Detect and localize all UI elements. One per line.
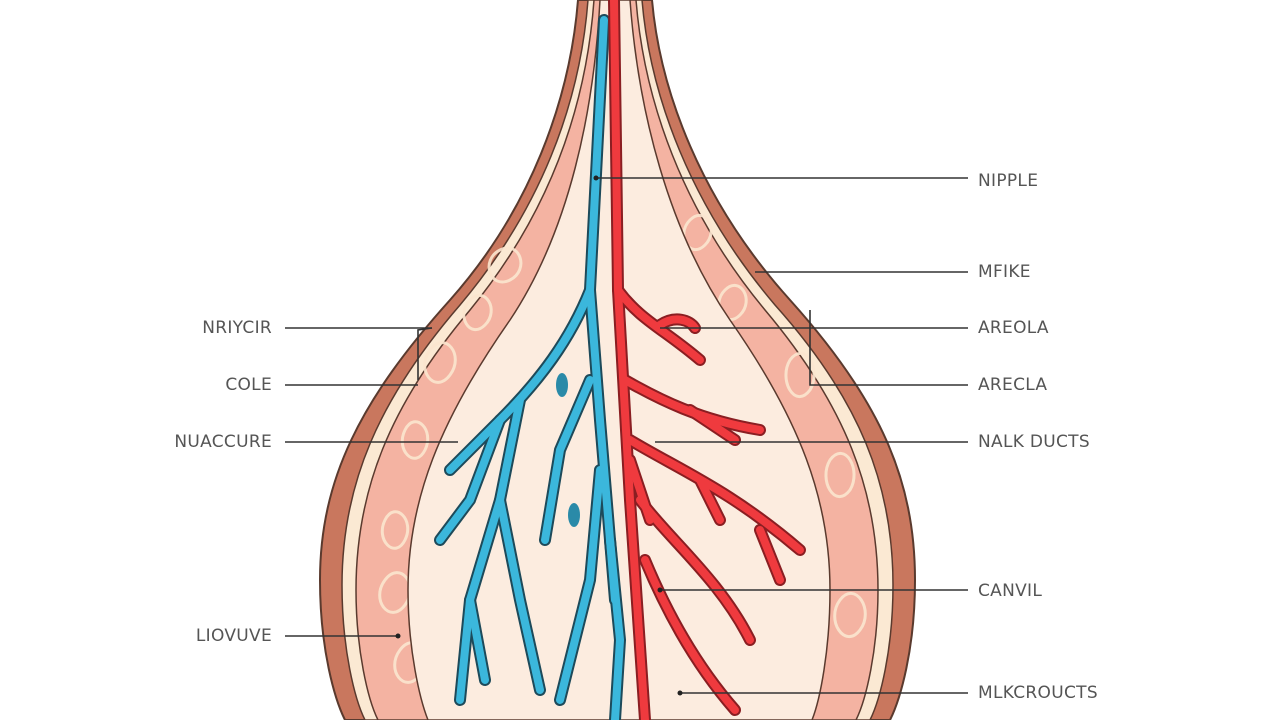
label-right-6: CANVIL xyxy=(978,581,1043,601)
label-left-2: COLE xyxy=(225,375,272,395)
label-areola: AREOLA xyxy=(978,318,1049,338)
label-right-4: ARECLA xyxy=(978,375,1048,395)
label-right-7: MLKCROUCTS xyxy=(978,683,1098,703)
label-nipple: NIPPLE xyxy=(978,171,1039,191)
artery-network xyxy=(610,0,804,724)
label-left-1: NRIYCIR xyxy=(202,318,272,338)
label-milk-ducts: NALK DUCTS xyxy=(978,432,1090,452)
vein-network xyxy=(436,16,625,724)
label-right-2: MFIKE xyxy=(978,262,1031,282)
leader-lines xyxy=(285,177,968,694)
label-left-4: LIOVUVE xyxy=(195,626,272,646)
leader-dots xyxy=(395,175,683,696)
duct-nodules xyxy=(556,373,580,527)
label-left-3: NUACCURE xyxy=(174,432,272,452)
